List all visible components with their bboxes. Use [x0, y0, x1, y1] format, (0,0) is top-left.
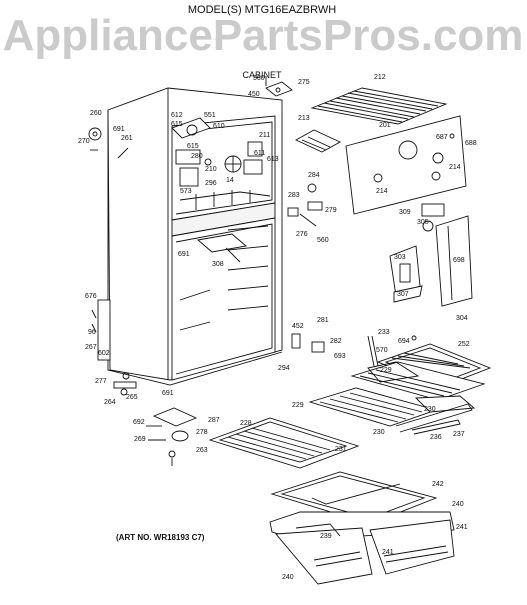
- callout-label-615: 615: [187, 143, 199, 150]
- callout-label-230: 230: [373, 429, 385, 436]
- callout-label-276: 276: [296, 231, 308, 238]
- ice-tray-213: [295, 129, 341, 153]
- callout-label-214: 214: [376, 188, 388, 195]
- callout-label-452: 452: [292, 323, 304, 330]
- callout-label-611: 611: [254, 150, 265, 157]
- callout-label-309: 309: [399, 209, 411, 216]
- cantilever-shelves: [308, 361, 486, 435]
- callout-label-450: 450: [248, 91, 260, 98]
- callout-label-263: 263: [196, 447, 208, 454]
- callout-label-283: 283: [288, 192, 300, 199]
- callout-label-560: 560: [317, 237, 329, 244]
- callout-label-693: 693: [334, 353, 346, 360]
- callout-label-277: 277: [95, 378, 107, 385]
- callout-label-691: 691: [162, 390, 174, 397]
- watermark-text: AppliancePartsPros.com: [3, 11, 524, 60]
- shelf-support-parts: [291, 333, 417, 367]
- model-title: MODEL(S) MTG16EAZBRWH: [188, 4, 336, 16]
- callout-label-287: 287: [208, 417, 220, 424]
- callout-label-560: 560: [253, 75, 265, 82]
- callout-labels: 560 275 450 212 260 612 551 270 691 615 610 211 213 2…: [78, 74, 477, 581]
- callout-label-242: 242: [432, 481, 444, 488]
- callout-label-270: 270: [78, 138, 90, 145]
- callout-label-294: 294: [278, 365, 290, 372]
- glass-shelf-228: [208, 417, 360, 469]
- callout-label-261: 261: [121, 135, 133, 142]
- callout-label-230: 230: [424, 406, 436, 413]
- callout-label-612: 612: [171, 112, 183, 119]
- callout-label-676: 676: [85, 293, 97, 300]
- callout-label-236: 236: [430, 434, 442, 441]
- section-title: CABINET: [242, 70, 282, 80]
- callout-label-694: 694: [398, 338, 410, 345]
- door-side-parts: [389, 215, 473, 307]
- callout-label-305: 305: [417, 219, 429, 226]
- callout-label-213: 213: [298, 115, 310, 122]
- callout-label-282: 282: [330, 338, 342, 345]
- callout-label-687: 687: [436, 134, 448, 141]
- callout-label-214: 214: [449, 164, 461, 171]
- callout-label-233: 233: [378, 329, 390, 336]
- crisper-frame-and-drawers: [269, 511, 455, 585]
- top-hinge: [265, 76, 293, 97]
- callout-label-613: 613: [267, 156, 279, 163]
- front-leveler-parts: [113, 372, 137, 396]
- callout-label-240: 240: [452, 501, 464, 508]
- art-number: (ART NO. WR18193 C7): [116, 533, 205, 542]
- callout-label-307: 307: [397, 291, 409, 298]
- left-side-parts: [88, 127, 129, 333]
- callout-label-615: 615: [171, 121, 183, 128]
- callout-label-264: 264: [104, 399, 116, 406]
- callout-label-278: 278: [196, 429, 208, 436]
- callout-label-229: 229: [292, 402, 304, 409]
- freezer-wire-shelf-212: [310, 87, 448, 125]
- freezer-components: [171, 117, 263, 187]
- callout-label-280: 280: [191, 153, 203, 160]
- callout-label-267: 267: [85, 344, 97, 351]
- callout-label-698: 698: [453, 257, 465, 264]
- callout-label-237: 237: [453, 431, 465, 438]
- callout-label-308: 308: [212, 261, 224, 268]
- callout-label-211: 211: [259, 132, 270, 139]
- callout-label-279: 279: [325, 207, 337, 214]
- bottom-hinge-parts: [146, 407, 198, 466]
- callout-label-296: 296: [205, 180, 217, 187]
- callout-label-269: 269: [134, 436, 146, 443]
- callout-label-14: 14: [226, 177, 234, 184]
- callout-label-96: 96: [88, 329, 96, 336]
- callout-label-275: 275: [298, 79, 310, 86]
- callout-label-212: 212: [374, 74, 386, 81]
- callout-label-610: 610: [213, 123, 225, 130]
- callout-label-281: 281: [317, 317, 329, 324]
- callout-label-239: 239: [320, 533, 332, 540]
- callout-label-240: 240: [282, 574, 294, 581]
- callout-label-241: 241: [382, 549, 394, 556]
- callout-label-691: 691: [113, 126, 125, 133]
- callout-label-284: 284: [308, 172, 320, 179]
- rear-panel-201: [345, 115, 467, 215]
- callout-label-551: 551: [204, 112, 216, 119]
- callout-label-210: 210: [205, 166, 217, 173]
- callout-label-692: 692: [133, 419, 145, 426]
- callout-label-260: 260: [90, 110, 102, 117]
- callout-label-688: 688: [465, 140, 477, 147]
- callout-label-231: 231: [335, 446, 347, 453]
- callout-label-201: 201: [379, 122, 391, 129]
- callout-label-573: 573: [180, 188, 192, 195]
- callout-label-228: 228: [240, 420, 252, 427]
- damper-control-parts: [287, 183, 323, 227]
- callout-label-252: 252: [458, 341, 470, 348]
- callout-label-602: 602: [98, 350, 110, 357]
- callout-label-304: 304: [456, 315, 468, 322]
- callout-label-691: 691: [178, 251, 190, 258]
- light-shield-parts: [421, 203, 445, 232]
- callout-label-265: 265: [126, 394, 138, 401]
- callout-label-241: 241: [456, 524, 468, 531]
- crisper-cover-242: [270, 471, 438, 525]
- callout-label-570: 570: [376, 347, 388, 354]
- callout-label-303: 303: [394, 254, 406, 261]
- callout-label-229: 229: [380, 367, 392, 374]
